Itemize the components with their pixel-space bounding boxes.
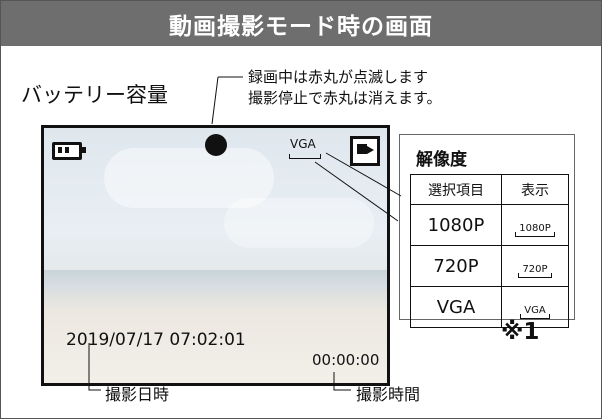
table-cell: 1080P [410,204,502,246]
sea-horizon [44,270,387,288]
resolution-panel: 解像度 選択項目 表示 1080P 1080P 720P 720P VGA VG… [399,134,575,328]
datetime-readout: 2019/07/17 07:02:01 [66,330,246,350]
battery-icon [52,142,86,160]
cloud [224,198,374,248]
table-cell: 720P [501,245,569,287]
table-cell: VGA [501,286,569,328]
table-row: 720P 720P [410,245,569,287]
page-title: 動画撮影モード時の画面 [1,1,601,46]
cloud [104,148,274,208]
table-header-row: 選択項目 表示 [410,174,569,205]
camera-screen: VGA 2019/07/17 07:02:01 00:00:00 [41,125,390,386]
resolution-icon: 1080P [515,223,556,237]
elapsed-callout: 撮影時間 [356,385,421,404]
resolution-icon: VGA [290,137,316,151]
table-row: VGA VGA [410,286,569,328]
table-cell: VGA [410,286,502,328]
footnote-mark: ※1 [501,319,540,345]
table-row: 1080P 1080P [410,204,569,246]
table-cell: 720P [410,245,502,287]
battery-level-bar [65,147,69,153]
resolution-icon: 720P [518,264,552,278]
resolution-icon: VGA [520,305,551,319]
column-header: 表示 [501,174,569,205]
battery-callout: バッテリー容量 [21,83,168,107]
battery-level-bar [58,147,62,153]
resolution-table: 選択項目 表示 1080P 1080P 720P 720P VGA VGA [410,174,569,328]
panel-title: 解像度 [416,150,467,170]
resolution-icon-frame [289,154,321,159]
timer-readout: 00:00:00 [312,351,380,369]
datetime-callout: 撮影日時 [105,385,170,404]
recording-callout-line1: 録画中は赤丸が点滅します [248,68,429,86]
column-header: 選択項目 [410,174,502,205]
film-mode-icon [350,136,380,166]
recording-dot-icon [205,134,227,156]
recording-callout-line2: 撮影停止で赤丸は消えます。 [248,89,442,107]
table-cell: 1080P [501,204,569,246]
